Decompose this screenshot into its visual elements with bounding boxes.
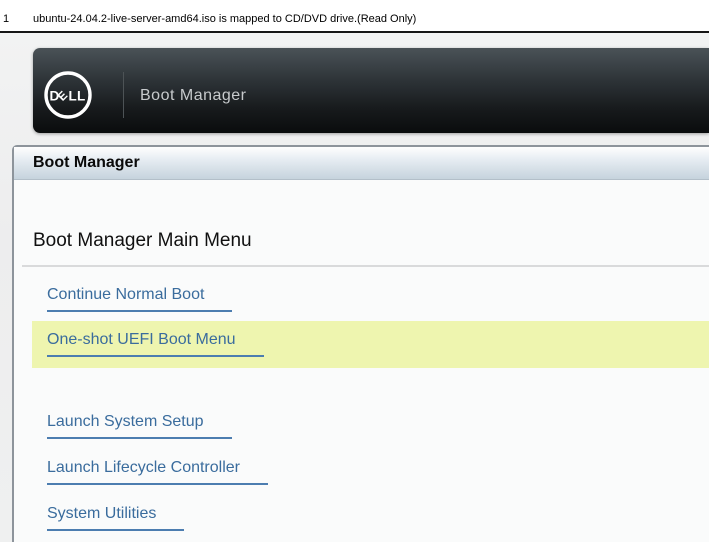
virtual-media-status-bar: 1 ubuntu-24.04.2-live-server-amd64.iso i…: [0, 0, 709, 31]
svg-text:L: L: [69, 89, 77, 104]
menu-item-launch-lifecycle-controller[interactable]: Launch Lifecycle Controller: [32, 459, 709, 485]
panel-subtitle: Boot Manager Main Menu: [33, 230, 252, 251]
app-header-bar: D E L L Boot Manager: [33, 48, 709, 133]
svg-text:D: D: [50, 89, 60, 104]
dell-logo-icon: D E L L: [44, 71, 92, 119]
menu-link-label[interactable]: Launch Lifecycle Controller: [47, 459, 268, 485]
menu-link-label[interactable]: One-shot UEFI Boot Menu: [47, 331, 264, 357]
menu-link-label[interactable]: Continue Normal Boot: [47, 286, 233, 312]
menu-link-label[interactable]: Launch System Setup: [47, 413, 232, 439]
boot-manager-panel: Boot Manager Boot Manager Main Menu Cont…: [12, 145, 709, 542]
boot-menu: Continue Normal Boot One-shot UEFI Boot …: [32, 286, 709, 531]
header-separator: [123, 72, 124, 118]
subtitle-divider: [22, 265, 709, 267]
menu-item-launch-system-setup[interactable]: Launch System Setup: [32, 413, 709, 439]
menu-link-label[interactable]: System Utilities: [47, 505, 185, 531]
menu-item-system-utilities[interactable]: System Utilities: [32, 505, 709, 531]
panel-title: Boot Manager: [14, 147, 709, 180]
app-header-title: Boot Manager: [140, 87, 247, 104]
status-divider: [0, 31, 709, 33]
menu-item-one-shot-uefi-boot-menu[interactable]: One-shot UEFI Boot Menu: [32, 321, 709, 368]
status-slot-number: 1: [3, 13, 10, 25]
svg-text:L: L: [77, 89, 85, 104]
virtual-media-status-message: ubuntu-24.04.2-live-server-amd64.iso is …: [33, 13, 417, 25]
menu-item-continue-normal-boot[interactable]: Continue Normal Boot: [32, 286, 709, 312]
